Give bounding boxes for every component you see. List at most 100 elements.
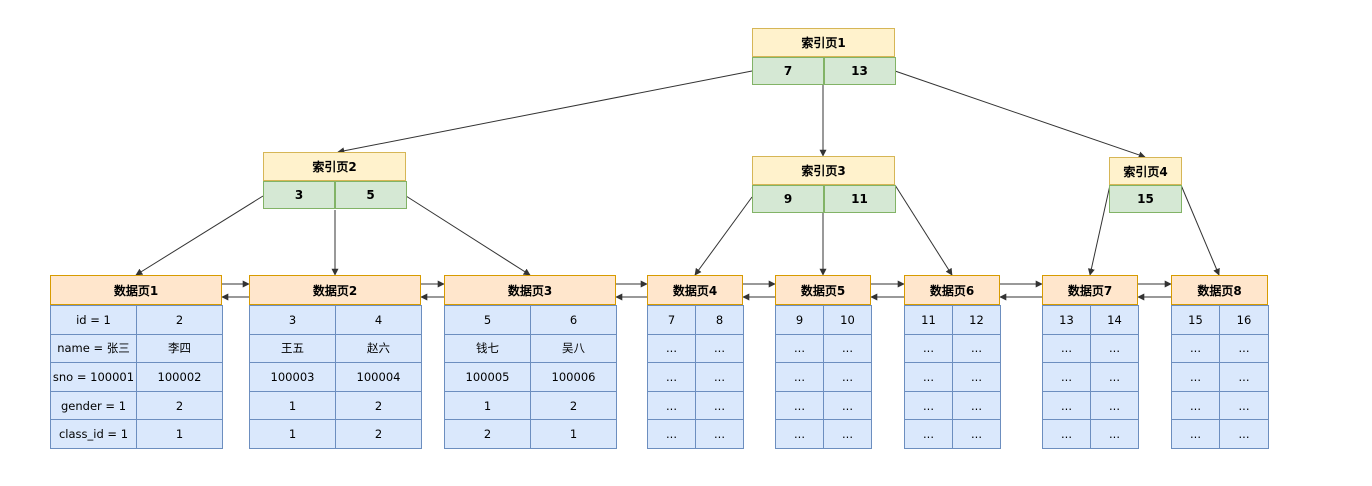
data-page-cell: ... [647,362,696,392]
data-page-cell: ... [695,362,744,392]
data-page-cell: 1 [444,390,531,421]
index-page-2-key: 3 [263,181,335,209]
data-page-cell: 2 [335,419,422,449]
data-page-cell: ... [775,390,824,421]
data-page-cell: 100006 [530,362,617,392]
data-page-cell: 2 [335,390,422,421]
edge-index1-to-index2 [337,70,753,155]
data-page-cell: ... [1219,419,1269,449]
data-page-cell: 4 [335,305,422,335]
data-page-cell: 1 [249,390,336,421]
data-page-cell: 赵六 [335,333,422,364]
data-page-cell: 16 [1219,305,1269,335]
data-page-cell: ... [1090,419,1139,449]
data-page-cell: ... [1171,390,1220,421]
data-page-cell: 3 [249,305,336,335]
data-page-cell: ... [904,390,953,421]
data-page-cell: 12 [952,305,1001,335]
data-page-cell: ... [1090,362,1139,392]
data-page-cell: 1 [249,419,336,449]
index-page-2-key: 5 [334,181,407,209]
data-page-2-title: 数据页2 [249,275,421,305]
data-page-cell: 钱七 [444,333,531,364]
data-page-cell: 7 [647,305,696,335]
edge-index4-to-data7 [1087,184,1111,276]
data-page-cell: ... [904,419,953,449]
data-page-cell: ... [1219,333,1269,364]
edge-index2-to-data1 [135,195,264,276]
data-page-cell: 100005 [444,362,531,392]
data-page-cell: 8 [695,305,744,335]
data-page-cell: 13 [1042,305,1091,335]
data-page-cell: gender = 1 [50,390,137,421]
data-page-cell: class_id = 1 [50,419,137,449]
data-page-cell: ... [904,333,953,364]
data-page-cell: ... [695,390,744,421]
data-page-cell: ... [823,333,872,364]
data-page-cell: ... [1042,362,1091,392]
data-page-cell: ... [823,362,872,392]
edge-index2-to-data3 [405,195,531,276]
data-page-cell: ... [1171,362,1220,392]
data-page-cell: ... [952,333,1001,364]
data-page-cell: 5 [444,305,531,335]
data-page-cell: 6 [530,305,617,335]
data-page-8-title: 数据页8 [1171,275,1268,305]
data-page-cell: 王五 [249,333,336,364]
data-page-4-title: 数据页4 [647,275,743,305]
data-page-cell: 100003 [249,362,336,392]
data-page-cell: ... [823,390,872,421]
edge-index4-to-data8 [1180,184,1220,276]
data-page-cell: 100004 [335,362,422,392]
data-page-cell: 9 [775,305,824,335]
data-page-cell: 2 [530,390,617,421]
data-page-cell: ... [775,419,824,449]
data-page-cell: sno = 100001 [50,362,137,392]
edge-index3-to-data4 [694,196,753,276]
data-page-cell: ... [695,333,744,364]
data-page-cell: ... [647,390,696,421]
data-page-1-title: 数据页1 [50,275,222,305]
data-page-cell: ... [775,333,824,364]
data-page-cell: ... [775,362,824,392]
index-page-2-title: 索引页2 [263,152,406,181]
index-page-4-key: 15 [1109,185,1182,213]
data-page-cell: 10 [823,305,872,335]
data-page-cell: ... [1090,390,1139,421]
data-page-cell: 11 [904,305,953,335]
data-page-cell: ... [1042,419,1091,449]
data-page-cell: 100002 [136,362,223,392]
data-page-cell: name = 张三 [50,333,137,364]
data-page-cell: id = 1 [50,305,137,335]
index-page-1-title: 索引页1 [752,28,895,57]
data-page-cell: 吴八 [530,333,617,364]
data-page-cell: ... [695,419,744,449]
data-page-cell: 2 [444,419,531,449]
data-page-cell: 1 [530,419,617,449]
data-page-cell: ... [1171,333,1220,364]
data-page-cell: ... [1042,390,1091,421]
data-page-cell: 2 [136,305,223,335]
data-page-cell: ... [1219,390,1269,421]
data-page-cell: 15 [1171,305,1220,335]
data-page-5-title: 数据页5 [775,275,871,305]
data-page-cell: 1 [136,419,223,449]
index-page-1-key: 7 [752,57,824,85]
data-page-cell: ... [1090,333,1139,364]
data-page-cell: ... [952,390,1001,421]
data-page-cell: 李四 [136,333,223,364]
edge-index3-to-data6 [894,184,953,276]
data-page-cell: ... [647,333,696,364]
data-page-6-title: 数据页6 [904,275,1000,305]
data-page-cell: ... [904,362,953,392]
data-page-3-title: 数据页3 [444,275,616,305]
data-page-cell: ... [952,362,1001,392]
index-page-4-title: 索引页4 [1109,157,1182,185]
data-page-cell: ... [647,419,696,449]
data-page-cell: 2 [136,390,223,421]
index-page-3-key: 9 [752,185,824,213]
data-page-cell: 14 [1090,305,1139,335]
index-page-3-title: 索引页3 [752,156,895,185]
